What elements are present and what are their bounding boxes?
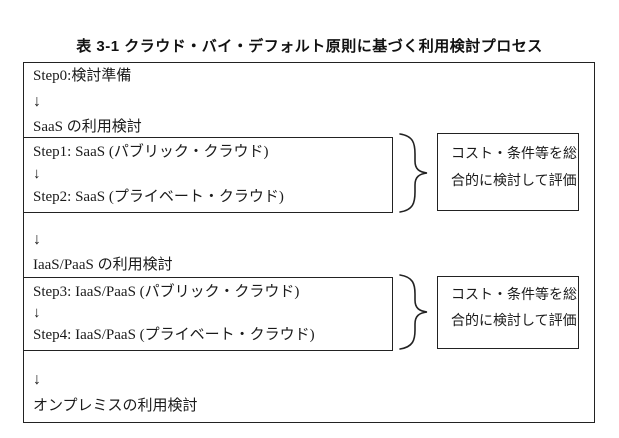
evaluation-note-line1: コスト・条件等を総 (451, 147, 577, 162)
saas-steps-box: Step1: SaaS (パブリック・クラウド) ↓ Step2: SaaS (… (23, 137, 393, 213)
process-outer-box: Step0:検討準備 ↓ SaaS の利用検討 Step1: SaaS (パブリ… (23, 62, 595, 423)
step1-label: Step1: SaaS (パブリック・クラウド) (33, 144, 269, 160)
evaluation-note-line2: 合的に検討して評価 (451, 174, 577, 189)
step3-label: Step3: IaaS/PaaS (パブリック・クラウド) (33, 284, 300, 300)
down-arrow-icon: ↓ (33, 93, 41, 110)
right-brace-icon (399, 274, 428, 350)
onpremise-section-label: オンプレミスの利用検討 (33, 398, 198, 414)
right-brace-icon (399, 133, 428, 213)
down-arrow-icon: ↓ (33, 371, 41, 388)
iaas-section-label: IaaS/PaaS の利用検討 (33, 257, 173, 273)
evaluation-note-line1: コスト・条件等を総 (451, 288, 577, 303)
evaluation-note-box-saas: コスト・条件等を総 合的に検討して評価 (437, 133, 579, 211)
down-arrow-icon: ↓ (33, 166, 41, 182)
down-arrow-icon: ↓ (33, 305, 41, 321)
down-arrow-icon: ↓ (33, 231, 41, 248)
table-caption: 表 3-1 クラウド・バイ・デフォルト原則に基づく利用検討プロセス (76, 38, 543, 55)
saas-section-label: SaaS の利用検討 (33, 119, 142, 135)
iaas-steps-box: Step3: IaaS/PaaS (パブリック・クラウド) ↓ Step4: I… (23, 277, 393, 351)
evaluation-note-box-iaas: コスト・条件等を総 合的に検討して評価 (437, 276, 579, 349)
step2-label: Step2: SaaS (プライベート・クラウド) (33, 189, 284, 205)
step4-label: Step4: IaaS/PaaS (プライベート・クラウド) (33, 327, 315, 343)
evaluation-note-line2: 合的に検討して評価 (451, 314, 577, 329)
step0-label: Step0:検討準備 (33, 68, 132, 84)
